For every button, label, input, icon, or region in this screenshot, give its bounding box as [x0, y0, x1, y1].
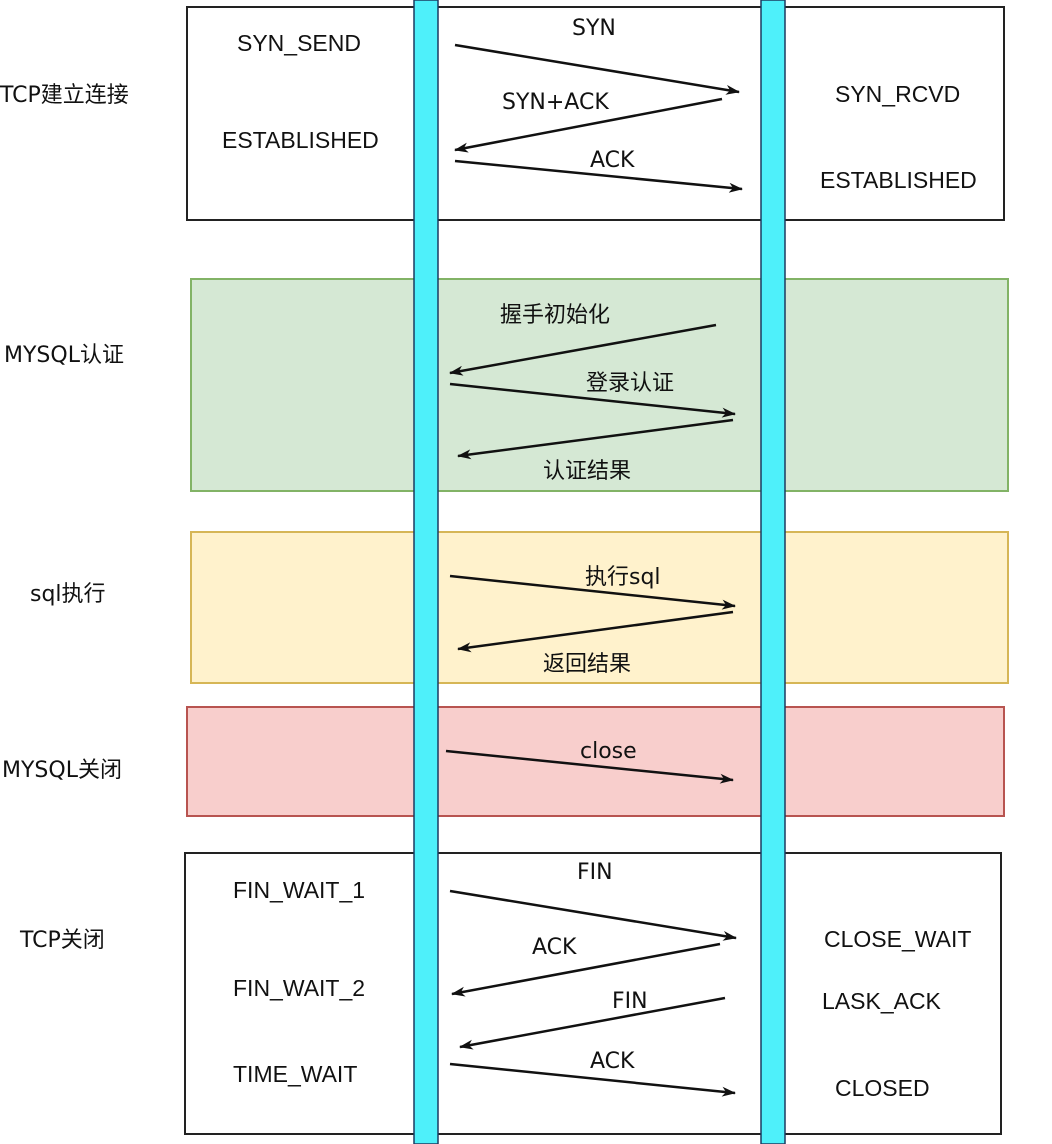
message-label-close: close: [580, 739, 637, 764]
message-label-fin-2: FIN: [612, 989, 648, 1014]
client-state-label: ESTABLISHED: [222, 127, 379, 153]
message-label-ack-2: ACK: [532, 935, 577, 960]
client-state-label: TIME_WAIT: [233, 1061, 357, 1087]
server-state-label: ESTABLISHED: [820, 167, 977, 193]
phase-label-mysql-close: MYSQL关闭: [2, 758, 122, 783]
message-arrow-fin-1: [449, 889, 737, 941]
message-label-syn-ack: SYN+ACK: [502, 90, 609, 115]
server-state-label: SYN_RCVD: [835, 81, 960, 107]
message-arrow-syn-ack: [454, 97, 723, 153]
message-arrow-return-result: [457, 610, 734, 653]
message-label-handshake-init: 握手初始化: [500, 303, 610, 328]
phase-box-sql-exec: [190, 531, 1009, 684]
message-label-login-auth: 登录认证: [586, 371, 674, 396]
phase-box-tcp-close: [184, 852, 1002, 1135]
message-arrow-login-auth: [449, 382, 736, 418]
server-state-label: CLOSE_WAIT: [824, 926, 971, 952]
message-label-exec-sql: 执行sql: [585, 565, 661, 590]
phase-label-sql-exec: sql执行: [30, 582, 106, 607]
message-arrow-auth-result: [457, 418, 734, 460]
client-lifeline: [413, 0, 439, 1144]
phase-label-mysql-auth: MYSQL认证: [4, 343, 124, 368]
message-label-auth-result: 认证结果: [543, 459, 631, 484]
message-arrow-ack: [454, 159, 743, 193]
client-state-label: SYN_SEND: [237, 30, 361, 56]
phase-box-mysql-close: [186, 706, 1005, 817]
message-arrow-ack-3: [449, 1062, 736, 1097]
message-label-fin-1: FIN: [577, 860, 613, 885]
client-state-label: FIN_WAIT_2: [233, 975, 365, 1001]
client-state-label: FIN_WAIT_1: [233, 877, 365, 903]
phase-label-tcp-connect: TCP建立连接: [0, 83, 129, 108]
message-arrow-close: [445, 749, 734, 784]
phase-label-tcp-close: TCP关闭: [19, 928, 105, 953]
message-arrow-exec-sql: [449, 574, 736, 610]
message-label-ack-3: ACK: [590, 1049, 635, 1074]
message-label-ack: ACK: [590, 148, 635, 173]
message-arrow-handshake-init: [449, 323, 717, 376]
message-arrow-fin-2: [459, 996, 726, 1050]
server-state-label: LASK_ACK: [822, 988, 942, 1014]
server-lifeline: [760, 0, 786, 1144]
message-arrow-ack-2: [451, 942, 721, 997]
message-arrow-syn: [454, 43, 740, 95]
message-label-return-result: 返回结果: [543, 652, 631, 677]
phase-box-tcp-connect: [186, 6, 1005, 221]
message-label-syn: SYN: [572, 16, 616, 41]
phase-box-mysql-auth: [190, 278, 1009, 492]
server-state-label: CLOSED: [835, 1075, 930, 1101]
